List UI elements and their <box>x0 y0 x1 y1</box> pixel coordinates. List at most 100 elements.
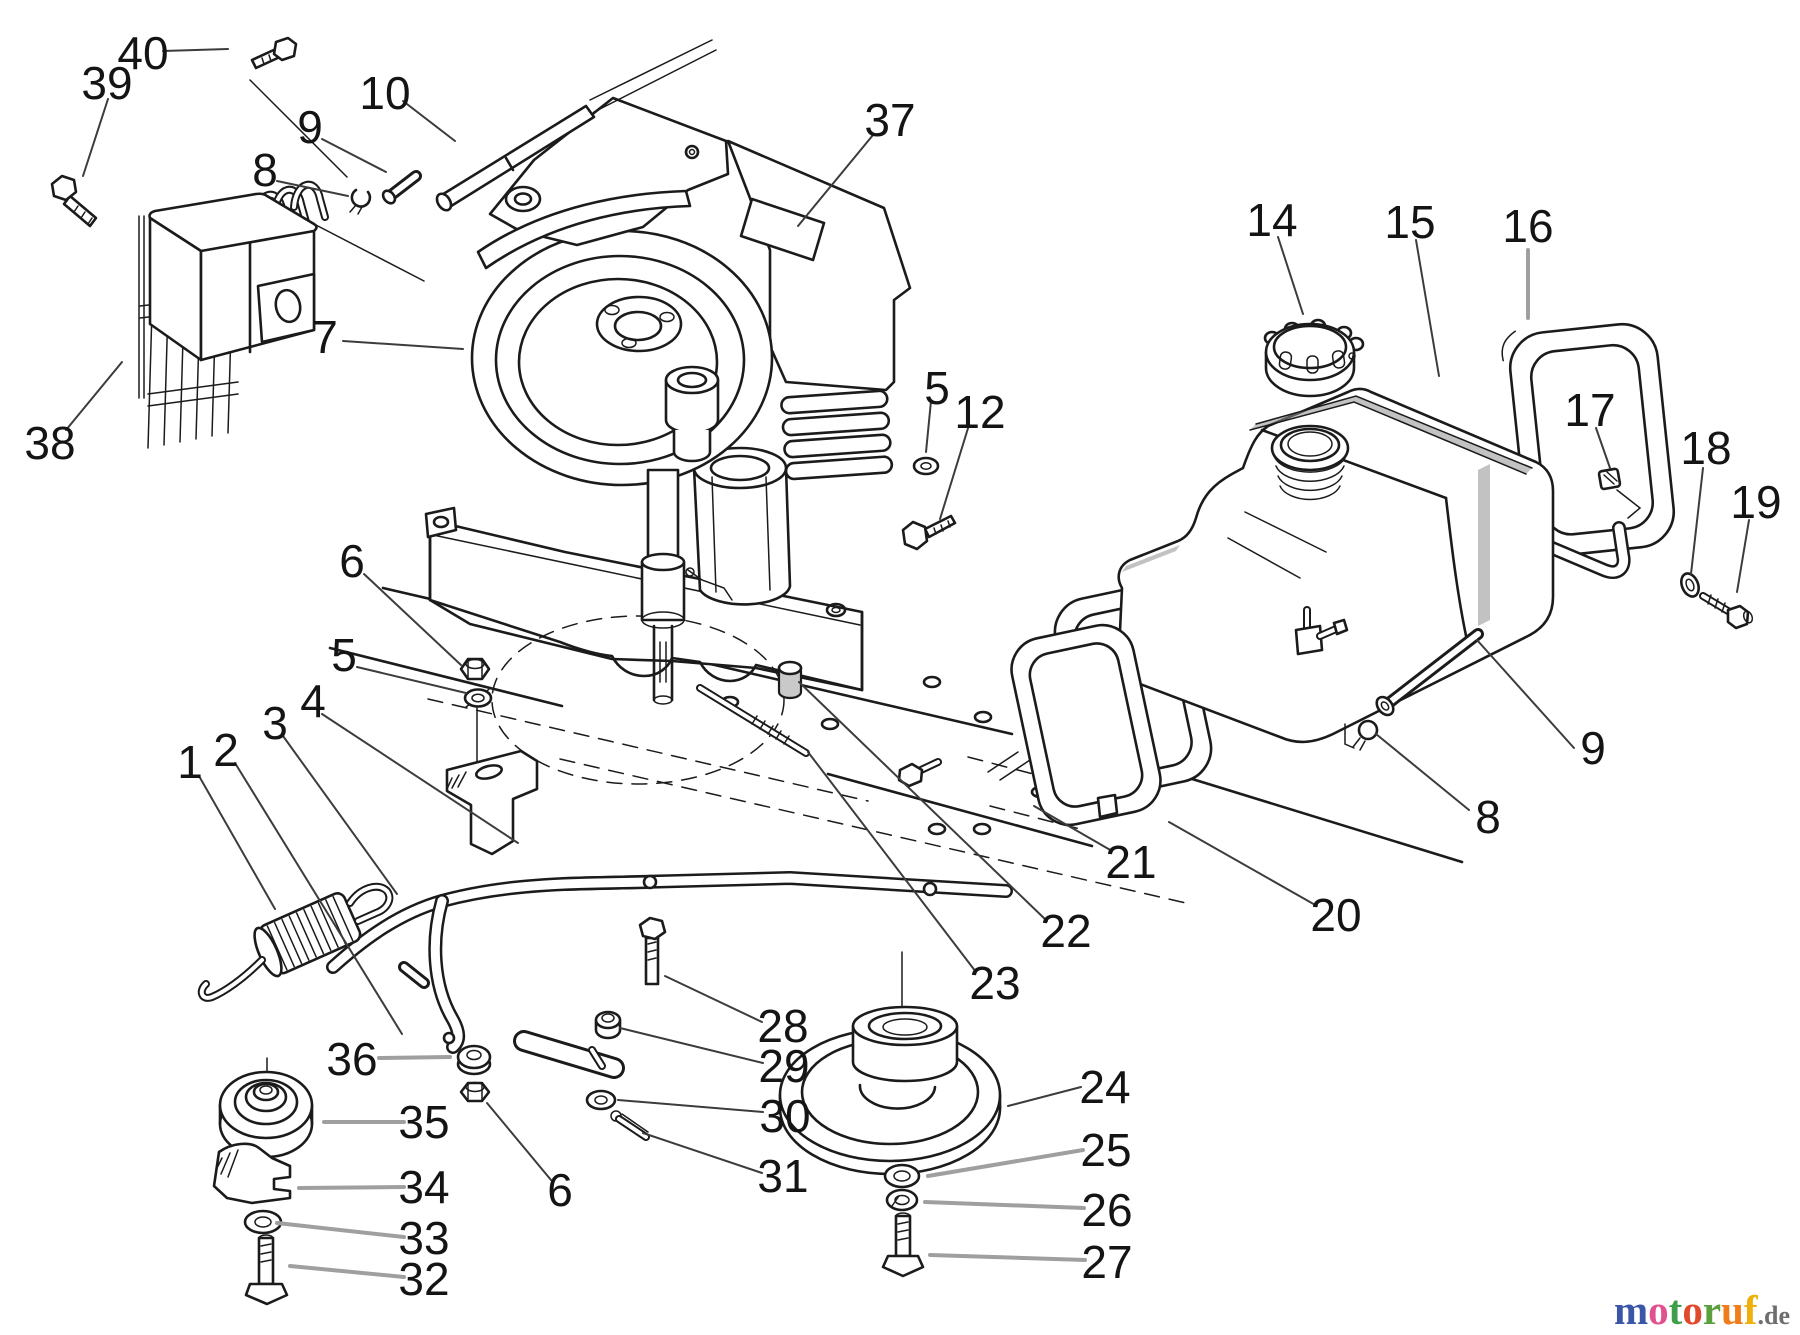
part-callout-38: 38 <box>24 417 75 469</box>
extension-spring <box>197 882 394 1002</box>
part-callout-4: 4 <box>300 675 326 727</box>
part-callout-3: 3 <box>262 697 288 749</box>
part-callout-31: 31 <box>757 1150 808 1202</box>
nut-36 <box>456 1044 492 1076</box>
watermark-suffix: .de <box>1757 1301 1791 1330</box>
muffler-body <box>148 192 318 362</box>
part-callout-37: 37 <box>864 94 915 146</box>
cotter-pin-31 <box>610 1110 650 1141</box>
bolt-27 <box>881 1212 925 1278</box>
washer-18 <box>1680 572 1700 598</box>
idler-bracket-34 <box>212 1142 292 1205</box>
part-callout-12: 12 <box>954 386 1005 438</box>
part-callout-35: 35 <box>398 1096 449 1148</box>
part-callout-6: 6 <box>547 1164 573 1216</box>
part-callout-21: 21 <box>1105 836 1156 888</box>
flywheel-housing <box>470 229 774 487</box>
clip-8-top <box>349 188 372 215</box>
part-callout-25: 25 <box>1080 1124 1131 1176</box>
part-callout-39: 39 <box>81 57 132 109</box>
part-callout-15: 15 <box>1384 196 1435 248</box>
part-callout-29: 29 <box>758 1040 809 1092</box>
leader-lines <box>65 48 1750 1279</box>
idler-pulley-assembly <box>212 1057 314 1306</box>
part-callout-10: 10 <box>359 67 410 119</box>
washer-5-engine <box>912 456 940 476</box>
part-callout-26: 26 <box>1081 1184 1132 1236</box>
watermark-letter: t <box>1668 1287 1683 1333</box>
part-callout-20: 20 <box>1310 889 1361 941</box>
part-callout-22: 22 <box>1040 905 1091 957</box>
part-callout-24: 24 <box>1079 1061 1130 1113</box>
part-callout-19: 19 <box>1730 476 1781 528</box>
bolt-12 <box>901 514 957 551</box>
part-callout-9: 9 <box>297 101 323 153</box>
engine-shroud-top <box>476 96 730 270</box>
bracket-2 <box>326 874 658 1054</box>
lock-washer-26 <box>885 1188 919 1212</box>
pulley-24 <box>778 1005 1002 1176</box>
tube-9-top <box>381 170 422 205</box>
fuel-valve <box>1294 606 1349 656</box>
fuel-tank-assembly <box>1010 318 1754 827</box>
part-callout-7: 7 <box>312 311 338 363</box>
bolt-40 <box>250 36 298 70</box>
part-callout-8: 8 <box>1475 791 1501 843</box>
belt-guide <box>513 1030 625 1079</box>
part-callout-32: 32 <box>398 1253 449 1305</box>
bolt-28 <box>638 916 667 986</box>
shield-strap <box>1545 521 1631 579</box>
watermark-letter: m <box>1614 1287 1649 1333</box>
fuel-cap <box>1263 318 1365 398</box>
part-callout-6: 6 <box>339 535 365 587</box>
part-callout-36: 36 <box>326 1033 377 1085</box>
hose-clamp <box>1344 719 1379 751</box>
part-callout-40: 40 <box>117 27 168 79</box>
part-callout-23: 23 <box>969 957 1020 1009</box>
part-callout-27: 27 <box>1081 1236 1132 1288</box>
engine-shroud-right <box>726 139 912 481</box>
watermark-letter: f <box>1743 1287 1758 1333</box>
part-callout-8: 8 <box>252 144 278 196</box>
bushing-29 <box>594 1010 622 1040</box>
part-callout-1: 1 <box>177 736 203 788</box>
adapter-ghost-outline <box>491 615 785 785</box>
part-callout-14: 14 <box>1246 194 1297 246</box>
part-callout-33: 33 <box>398 1212 449 1264</box>
clip-17 <box>1597 467 1642 519</box>
nut-6-idler <box>459 1081 491 1103</box>
bolt-32 <box>244 1234 289 1306</box>
fuel-tank <box>1117 387 1555 744</box>
part-callout-34: 34 <box>398 1161 449 1213</box>
spacer-22 <box>777 660 803 700</box>
oil-fill-tube <box>435 39 717 212</box>
engine-pulley-assembly <box>696 660 1002 1278</box>
fuel-line <box>1375 628 1484 717</box>
starter-motor <box>692 446 792 606</box>
watermark-letter: o <box>1648 1287 1669 1333</box>
governor-linkage <box>685 567 733 601</box>
control-linkage <box>197 657 1013 1141</box>
watermark-letter: r <box>1702 1287 1722 1333</box>
bolt-19 <box>1699 592 1754 630</box>
rod-23 <box>696 684 810 757</box>
part-callout-5: 5 <box>331 629 357 681</box>
part-callout-18: 18 <box>1680 422 1731 474</box>
part-callout-2: 2 <box>213 724 239 776</box>
part-callout-17: 17 <box>1564 384 1615 436</box>
pto-post <box>664 365 720 463</box>
deck-bolt <box>897 758 942 788</box>
duct-tab <box>1096 793 1119 819</box>
bolt-39 <box>50 174 98 228</box>
watermark-letter: o <box>1682 1287 1703 1333</box>
crankshaft <box>640 468 686 705</box>
washer-30 <box>585 1089 617 1111</box>
muffler-assembly <box>50 36 425 449</box>
part-callout-28: 28 <box>757 1000 808 1052</box>
engine-assembly <box>349 39 957 785</box>
bracket-4 <box>445 705 539 856</box>
part-callout-30: 30 <box>759 1090 810 1142</box>
